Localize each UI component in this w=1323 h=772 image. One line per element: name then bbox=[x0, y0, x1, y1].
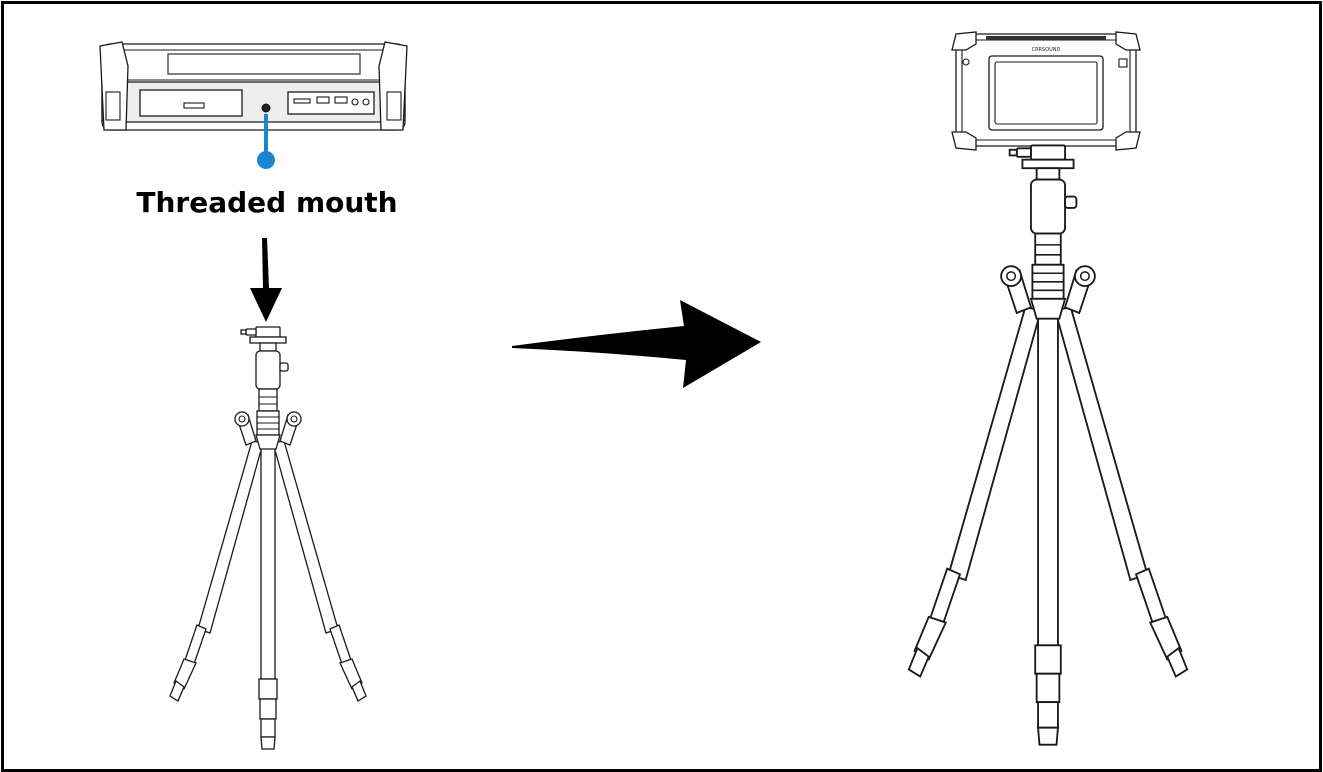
down-arrow bbox=[250, 238, 282, 322]
transition-arrow bbox=[512, 300, 761, 388]
device-brand: CRRSOUND bbox=[1032, 47, 1061, 53]
device-bottom-view bbox=[100, 42, 407, 130]
tablet-device: CRRSOUND bbox=[952, 32, 1140, 150]
threaded-hole bbox=[262, 104, 270, 112]
diagram-canvas: CRRSOUND bbox=[4, 4, 1319, 769]
tripod-right bbox=[909, 145, 1187, 744]
tripod-left bbox=[170, 327, 366, 749]
threaded-mouth-label: Threaded mouth bbox=[122, 186, 412, 219]
